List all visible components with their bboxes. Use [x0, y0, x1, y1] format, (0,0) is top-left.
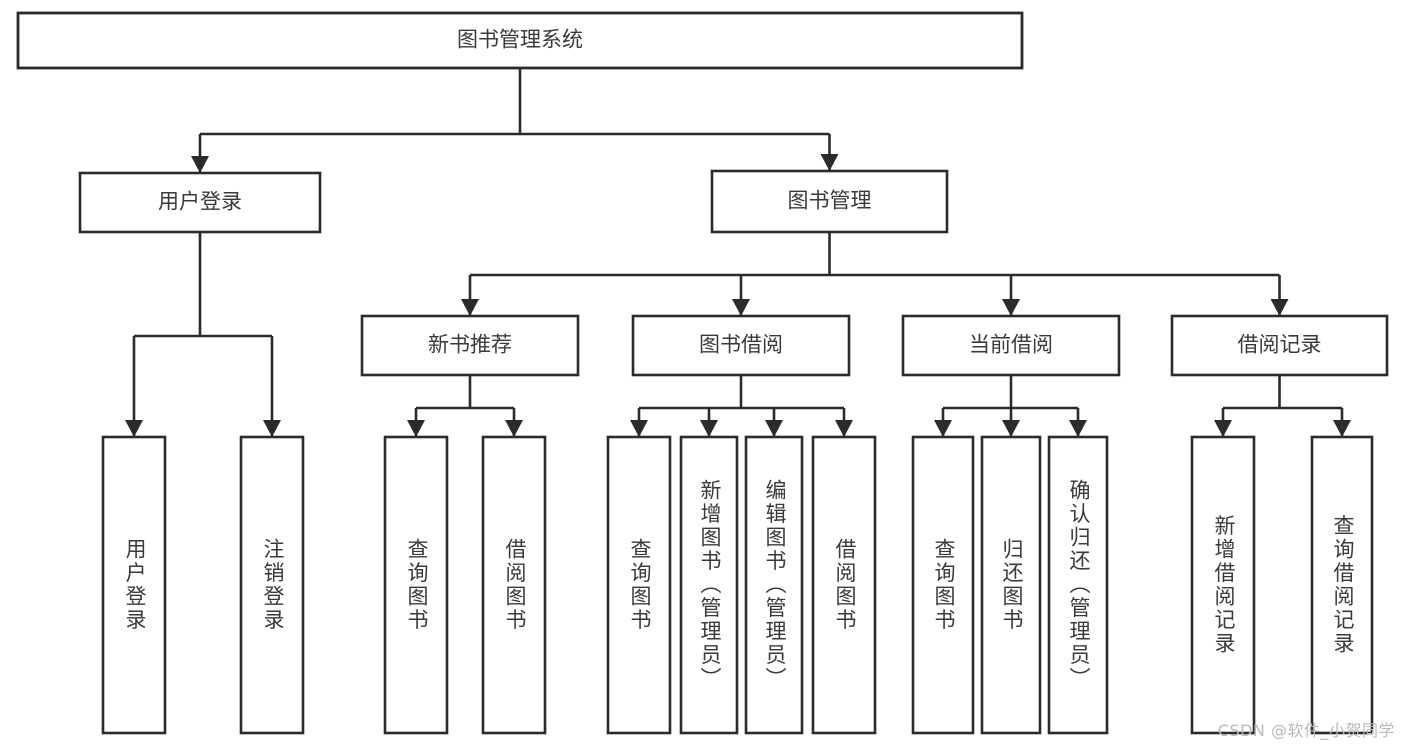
node-root-rect	[16, 11, 1024, 70]
node-leaf-borrow-query-rect	[606, 435, 672, 735]
edge-book-borrow-arrow-3	[835, 420, 853, 437]
node-leaf-borrow-add-label: 新增图书（管理员）	[698, 479, 722, 691]
node-book-borrow[interactable]: 图书借阅	[631, 314, 851, 377]
edge-new-book-rec-arrow-1	[505, 420, 523, 437]
edge-book-borrow-arrow-2	[765, 420, 783, 437]
node-leaf-rec-search-label: 查询借阅记录	[1331, 515, 1355, 656]
node-leaf-cur-return[interactable]: 归还图书	[980, 435, 1042, 735]
node-leaf-rec-borrow-rect	[481, 435, 547, 735]
node-user-login-label: 用户登录	[158, 190, 242, 214]
node-current-borrow-label: 当前借阅	[969, 333, 1053, 357]
edge-current-borrow-arrow-1	[1002, 420, 1020, 437]
node-leaf-user-logout-rect	[239, 435, 305, 735]
edge-root-arrow-1	[820, 154, 839, 171]
node-leaf-user-login-label: 用户登录	[123, 538, 147, 632]
node-leaf-borrow-do[interactable]: 借阅图书	[811, 435, 877, 735]
edge-book-manage-arrow-3	[1270, 299, 1289, 316]
node-leaf-user-login[interactable]: 用户登录	[101, 435, 167, 735]
edge-book-borrow-arrow-0	[630, 420, 648, 437]
node-leaf-borrow-edit[interactable]: 编辑图书（管理员）	[744, 435, 804, 735]
node-leaf-rec-query-label: 查询图书	[405, 538, 429, 632]
node-leaf-cur-return-label: 归还图书	[1000, 538, 1024, 632]
node-layer: 图书管理系统用户登录图书管理新书推荐图书借阅当前借阅借阅记录用户登录注销登录查询…	[16, 11, 1389, 735]
node-leaf-rec-search[interactable]: 查询借阅记录	[1310, 435, 1374, 735]
node-book-borrow-label: 图书借阅	[699, 333, 783, 357]
node-leaf-cur-confirm[interactable]: 确认归还（管理员）	[1047, 435, 1109, 735]
node-leaf-user-login-rect	[101, 435, 167, 735]
node-leaf-cur-query-rect	[911, 435, 975, 735]
node-book-manage-label: 图书管理	[788, 189, 872, 213]
node-book-borrow-rect	[631, 314, 851, 377]
node-leaf-borrow-add[interactable]: 新增图书（管理员）	[679, 435, 739, 735]
edge-new-book-rec-arrow-0	[407, 420, 425, 437]
node-current-borrow-rect	[901, 314, 1121, 377]
node-leaf-rec-borrow-label: 借阅图书	[503, 538, 527, 632]
node-leaf-user-logout-label: 注销登录	[261, 538, 285, 632]
node-leaf-borrow-do-rect	[811, 435, 877, 735]
edge-current-borrow-arrow-2	[1069, 420, 1087, 437]
node-leaf-cur-confirm-label: 确认归还（管理员）	[1067, 479, 1091, 691]
node-root-label: 图书管理系统	[457, 28, 583, 52]
edge-user-login-arrow-0	[125, 420, 143, 437]
node-user-login-rect	[78, 171, 322, 234]
node-leaf-user-logout[interactable]: 注销登录	[239, 435, 305, 735]
node-new-book-rec[interactable]: 新书推荐	[360, 314, 580, 377]
edge-borrow-record-arrow-0	[1214, 420, 1232, 437]
node-borrow-record-label: 借阅记录	[1238, 333, 1322, 357]
edge-book-manage-arrow-0	[461, 299, 479, 316]
node-leaf-rec-search-rect	[1310, 435, 1374, 735]
node-leaf-borrow-edit-label: 编辑图书（管理员）	[763, 479, 787, 691]
node-leaf-rec-add-label: 新增借阅记录	[1212, 515, 1236, 656]
edge-user-login-arrow-1	[263, 420, 281, 437]
node-leaf-borrow-do-label: 借阅图书	[833, 538, 857, 632]
node-leaf-borrow-query-label: 查询图书	[628, 538, 652, 632]
node-leaf-cur-return-rect	[980, 435, 1042, 735]
edge-root-arrow-0	[191, 156, 209, 173]
node-leaf-rec-query-rect	[383, 435, 449, 735]
node-leaf-borrow-add-rect	[679, 435, 739, 735]
node-user-login[interactable]: 用户登录	[78, 171, 322, 234]
node-borrow-record-rect	[1170, 314, 1389, 377]
node-new-book-rec-label: 新书推荐	[428, 333, 512, 357]
node-leaf-rec-query[interactable]: 查询图书	[383, 435, 449, 735]
edge-current-borrow-arrow-0	[934, 420, 952, 437]
node-leaf-cur-query-label: 查询图书	[932, 538, 956, 632]
node-leaf-rec-add[interactable]: 新增借阅记录	[1190, 435, 1256, 735]
connector-layer	[125, 68, 1351, 437]
node-book-manage[interactable]: 图书管理	[710, 169, 949, 234]
node-leaf-rec-add-rect	[1190, 435, 1256, 735]
node-root[interactable]: 图书管理系统	[16, 11, 1024, 70]
edge-book-manage-arrow-2	[1002, 299, 1020, 316]
edge-book-manage-arrow-1	[732, 299, 750, 316]
node-leaf-rec-borrow[interactable]: 借阅图书	[481, 435, 547, 735]
csdn-watermark: CSDN @软件_小贺同学	[1217, 721, 1395, 740]
node-borrow-record[interactable]: 借阅记录	[1170, 314, 1389, 377]
node-new-book-rec-rect	[360, 314, 580, 377]
node-leaf-cur-query[interactable]: 查询图书	[911, 435, 975, 735]
node-current-borrow[interactable]: 当前借阅	[901, 314, 1121, 377]
node-book-manage-rect	[710, 169, 949, 234]
edge-borrow-record-arrow-1	[1333, 420, 1351, 437]
node-leaf-cur-confirm-rect	[1047, 435, 1109, 735]
node-leaf-borrow-edit-rect	[744, 435, 804, 735]
edge-book-borrow-arrow-1	[700, 420, 718, 437]
node-leaf-borrow-query[interactable]: 查询图书	[606, 435, 672, 735]
